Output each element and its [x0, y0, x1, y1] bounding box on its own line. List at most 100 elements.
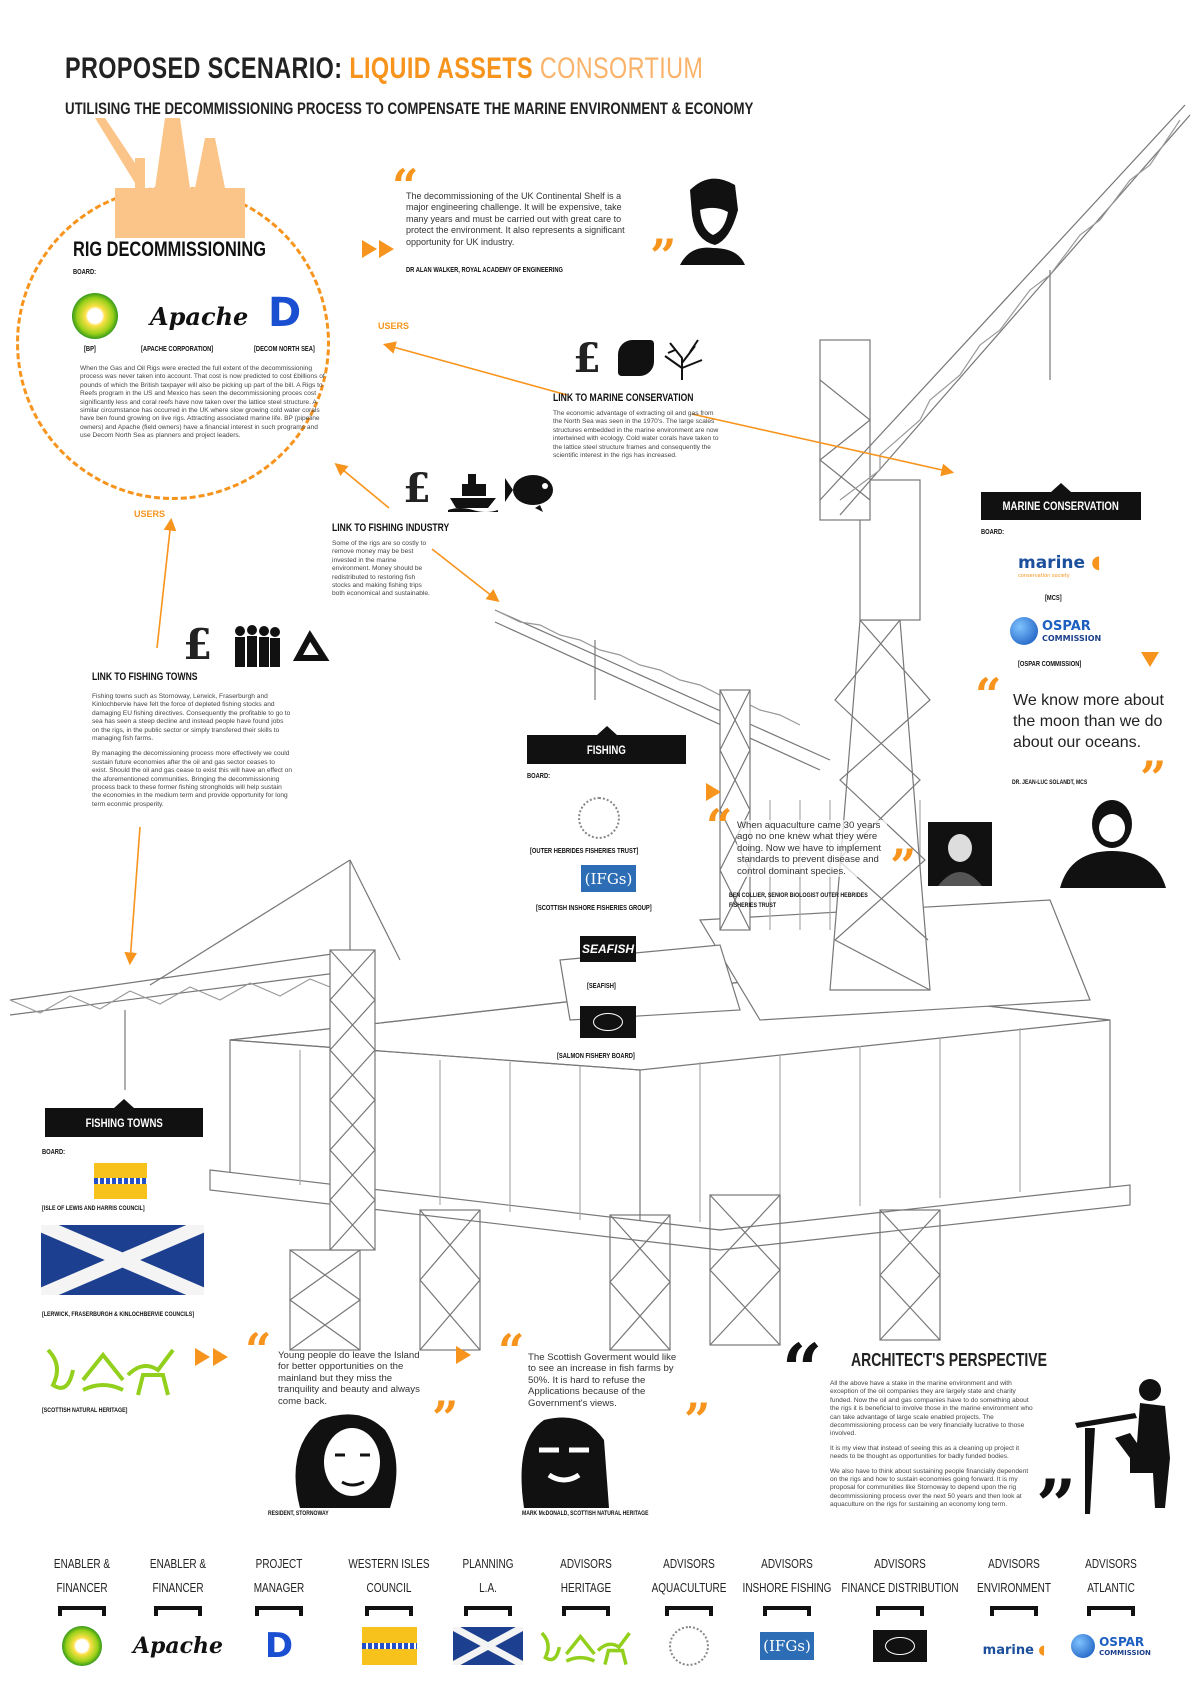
apache-label: [APACHE CORPORATION]	[141, 344, 214, 353]
role-logo	[629, 1626, 749, 1666]
link-fishing-industry-text: Some of the rigs are so costly to remove…	[332, 540, 430, 598]
scottish-natural-heritage-logo	[46, 1348, 175, 1396]
people-icon	[235, 625, 280, 667]
link-marine-title: LINK TO MARINE CONSERVATION	[553, 392, 694, 404]
open-quote-icon: “	[782, 1328, 823, 1411]
bracket-divider	[876, 1606, 924, 1616]
role-label-line2: FINANCER	[56, 1581, 108, 1595]
snh-label: [SCOTTISH NATURAL HERITAGE]	[42, 1407, 128, 1414]
page-title: PROPOSED SCENARIO: LIQUID ASSETS CONSORT…	[65, 52, 704, 85]
alan-walker-portrait	[680, 170, 745, 265]
role-label-line2: COUNCIL	[366, 1581, 412, 1595]
fishing-towns-board-label: BOARD:	[42, 1147, 66, 1156]
close-quote-icon: ”	[650, 229, 677, 283]
bp-logo	[72, 293, 118, 339]
architect-text-2: It is my view that instead of seeing thi…	[830, 1444, 1020, 1461]
decom-north-sea-logo: D	[268, 290, 302, 336]
close-quote-icon: ”	[684, 1393, 711, 1447]
role-logo	[22, 1626, 142, 1666]
pound-icon: £	[403, 465, 431, 512]
link-fishing-towns-text-1: Fishing towns such as Stornoway, Lerwick…	[92, 693, 291, 743]
arrow-down-icon	[1141, 652, 1159, 667]
fishing-board-label: BOARD:	[527, 771, 551, 780]
quote-resident-text: Young people do leave the Island for bet…	[278, 1350, 420, 1407]
fishing-box: FISHING	[527, 726, 686, 764]
close-quote-icon: ”	[432, 1391, 459, 1445]
bracket-divider	[464, 1606, 512, 1616]
link-marine-text: The economic advantage of extracting oil…	[553, 410, 719, 460]
open-quote-icon: “	[498, 1324, 525, 1378]
close-quote-icon: ”	[1036, 1464, 1077, 1547]
bracket-divider	[255, 1606, 303, 1616]
role-logo	[526, 1626, 646, 1666]
role-label-line2: HERITAGE	[560, 1581, 612, 1595]
quote-walker-author: DR ALAN WALKER, ROYAL ACADEMY OF ENGINEE…	[406, 265, 564, 274]
scotland-saltire-flag	[453, 1627, 523, 1665]
quote-resident-author: RESIDENT, STORNOWAY	[268, 1510, 329, 1517]
apache-logo: Apache	[132, 1633, 224, 1659]
oil-platform-silhouette-icon	[95, 118, 245, 238]
bracket-divider	[763, 1606, 811, 1616]
decom-label: [DECOM NORTH SEA]	[254, 344, 315, 353]
rig-board-label: BOARD:	[73, 267, 97, 276]
salmon-fishery-board-logo	[580, 1006, 636, 1038]
mcs-label: [MCS]	[1045, 593, 1062, 602]
outer-hebrides-fisheries-trust-logo	[578, 797, 620, 839]
bp-logo	[62, 1626, 102, 1666]
role-label-line1: ADVISORS	[874, 1557, 926, 1571]
quote-collier-author: BEN COLLIER, SENIOR BIOLOGIST OUTER HEBR…	[729, 892, 868, 909]
page-subtitle: UTILISING THE DECOMMISSIONING PROCESS TO…	[65, 99, 754, 118]
marine-conservation-box: MARINE CONSERVATION	[981, 483, 1141, 520]
quote-mcdonald-author: MARK McDONALD, SCOTTISH NATURAL HERITAGE	[522, 1510, 649, 1517]
isle-of-lewis-flag	[361, 1627, 417, 1665]
seafish-logo: SEAFISH	[580, 936, 636, 962]
ship-icon	[448, 474, 498, 512]
scottish-natural-heritage-logo	[540, 1631, 631, 1666]
solandt-portrait	[1060, 796, 1166, 888]
open-quote-icon: “	[245, 1323, 272, 1377]
rig-decommissioning-title: RIG DECOMMISSIONING	[73, 238, 266, 261]
open-quote-icon: “	[392, 159, 419, 213]
open-quote-icon: “	[975, 668, 1002, 722]
fish-icon	[505, 475, 553, 512]
bracket-divider	[1087, 1606, 1135, 1616]
mcs-logo: marine ◖	[982, 1642, 1046, 1658]
rig-decommissioning-text: When the Gas and Oil Rigs were erected t…	[80, 365, 325, 440]
role-logo: Apache	[118, 1626, 238, 1666]
marine-conservation-title: MARINE CONSERVATION	[1002, 499, 1120, 513]
role-label-line1: ENABLER &	[53, 1557, 111, 1571]
outer-hebrides-fisheries-trust-logo	[669, 1626, 709, 1666]
mcdonald-portrait	[514, 1410, 612, 1508]
collier-portrait	[928, 822, 992, 886]
pound-icon: £	[573, 335, 601, 382]
fishing-towns-box: FISHING TOWNS	[45, 1099, 203, 1137]
architect-text-3: We also have to think about sustaining p…	[830, 1467, 1029, 1509]
role-label-line2: INSHORE FISHING	[742, 1581, 832, 1595]
close-quote-icon: ”	[890, 839, 917, 893]
salmon-label: [SALMON FISHERY BOARD]	[557, 1051, 635, 1060]
role-logo	[428, 1626, 548, 1666]
ifgs-logo: (IFGs)	[760, 1632, 814, 1660]
role-label-line1: ENABLER &	[149, 1557, 207, 1571]
bracket-divider	[990, 1606, 1038, 1616]
role-column: ADVISORS HERITAGE	[526, 1552, 646, 1666]
mcs-logo: marine ◖conservation society	[1018, 552, 1101, 579]
arrow-right-icon	[706, 783, 721, 801]
role-label-line1: ADVISORS	[560, 1557, 612, 1571]
ospar-label: [OSPAR COMMISSION]	[1018, 659, 1082, 668]
marine-board-label: BOARD:	[981, 527, 1005, 536]
architect-title: ARCHITECT'S PERSPECTIVE	[851, 1350, 1048, 1370]
coral-icon	[664, 339, 703, 380]
role-label-line1: ADVISORS	[1085, 1557, 1137, 1571]
ifgs-logo: (IFGs)	[581, 865, 636, 892]
